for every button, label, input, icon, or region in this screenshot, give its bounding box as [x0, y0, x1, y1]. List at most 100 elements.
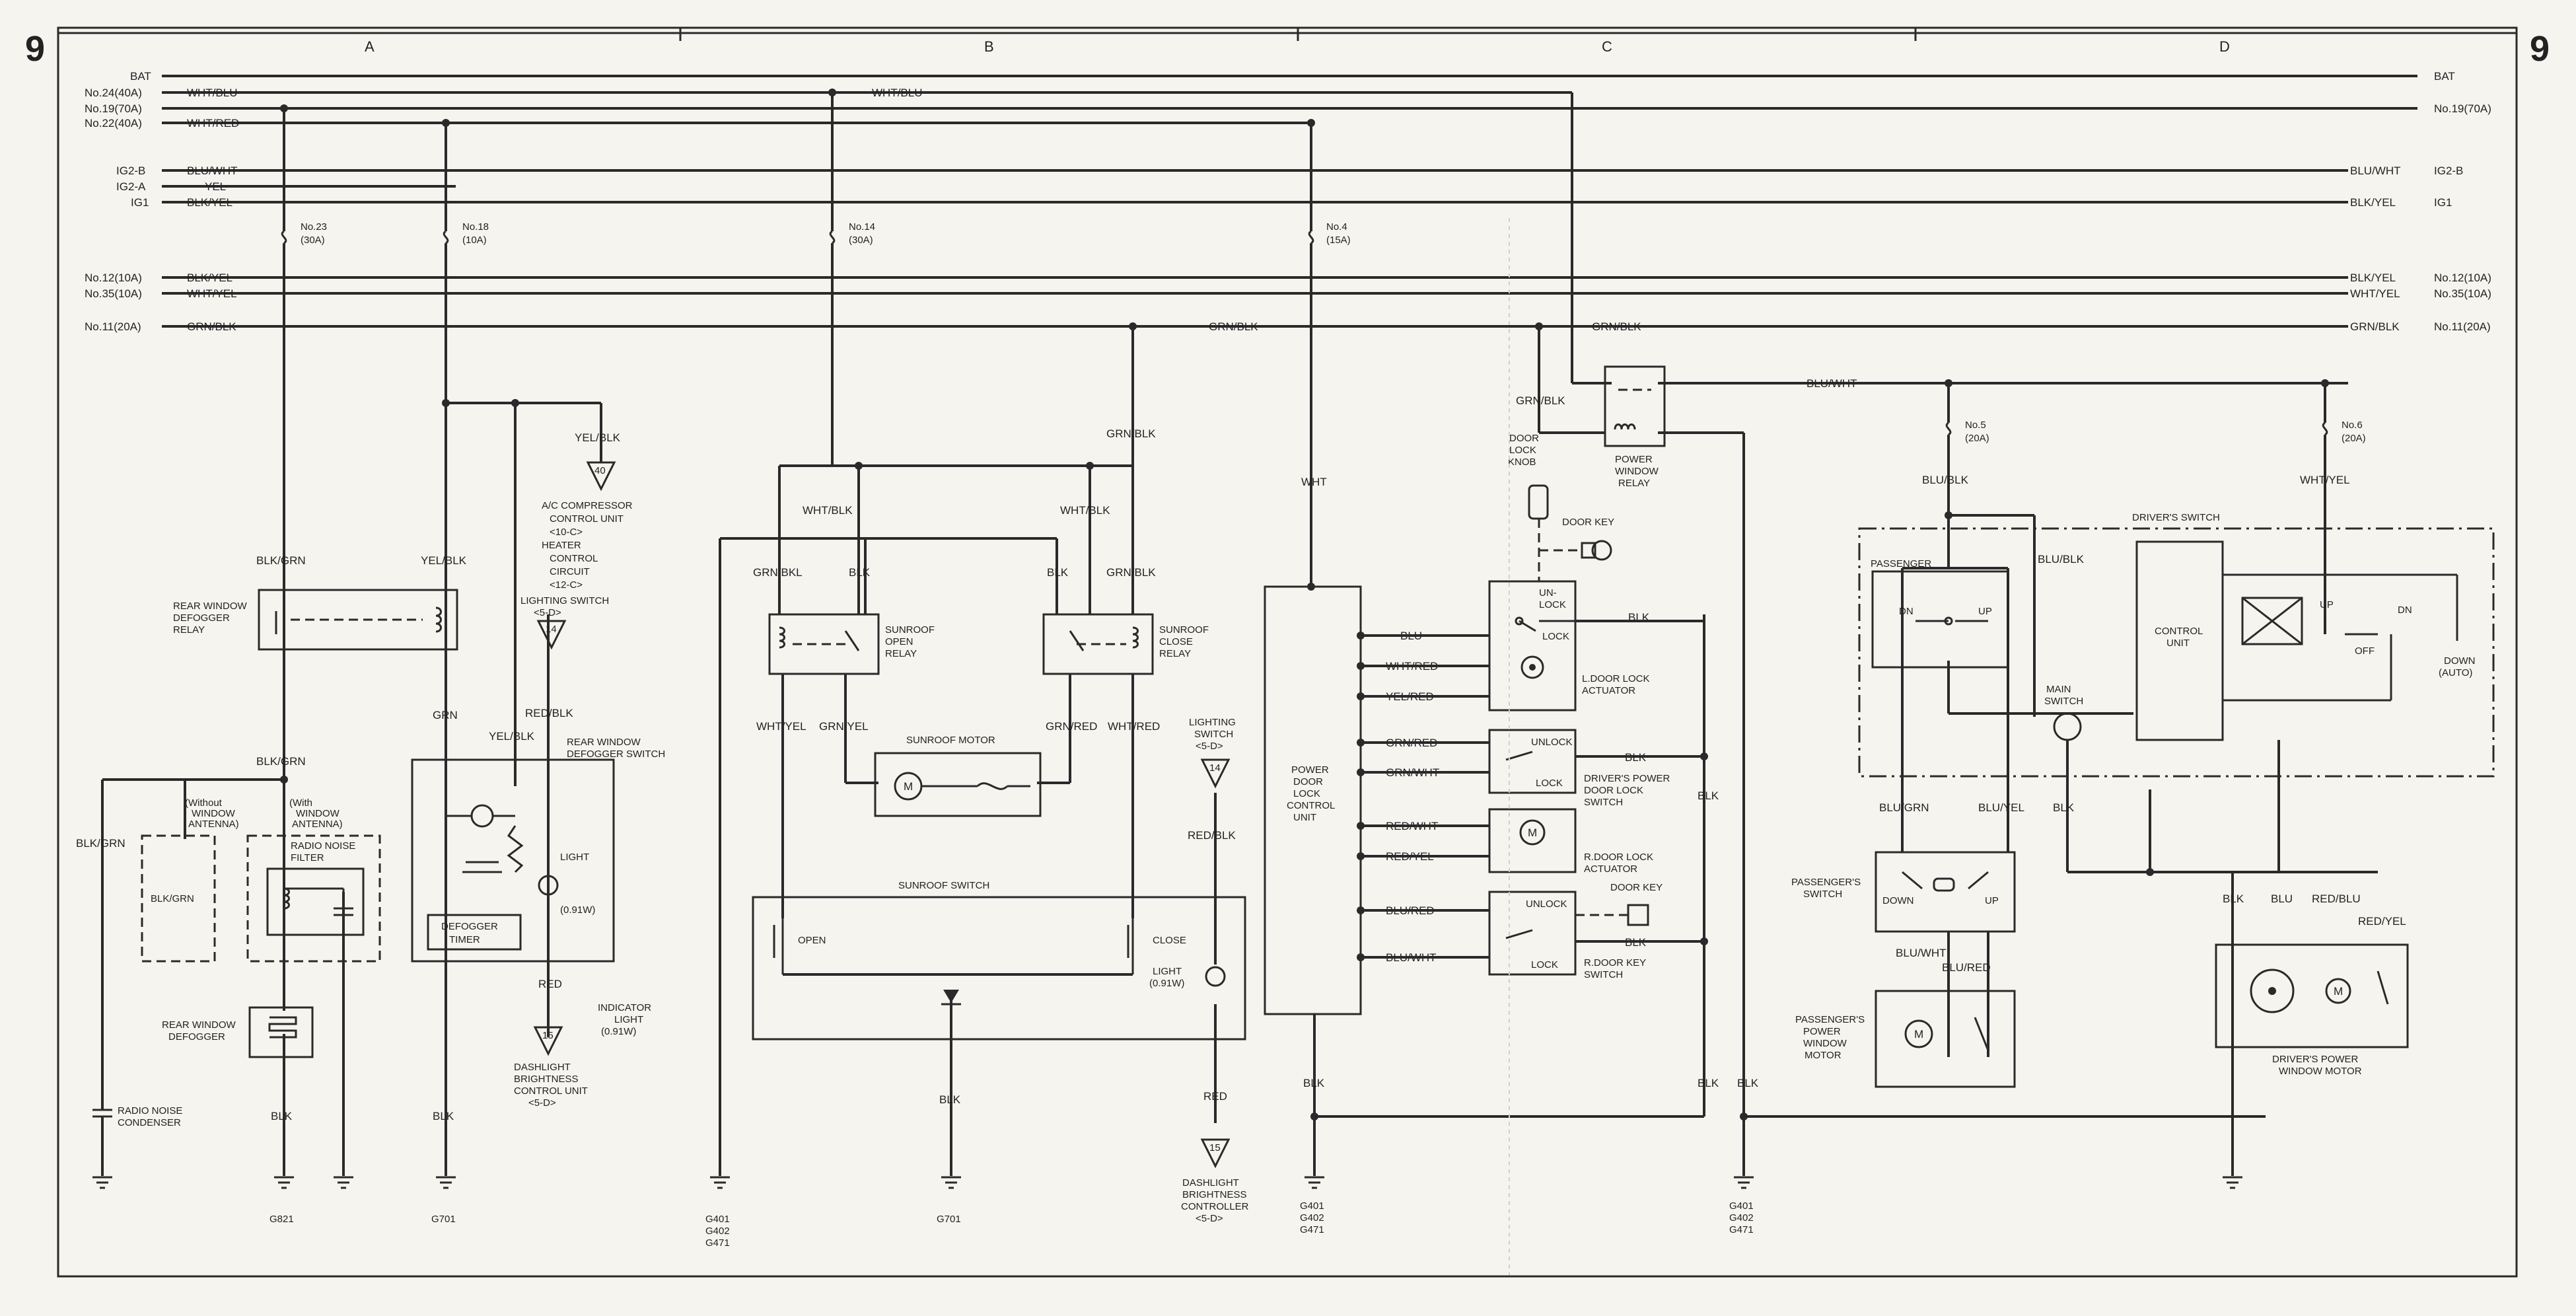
ac-line-5: CONTROL	[550, 553, 598, 564]
wire-wht-blu-b: WHT/BLU	[872, 87, 923, 99]
wire-blk-grn-a4: BLK/GRN	[151, 893, 194, 904]
dashlight-a-2: BRIGHTNESS	[514, 1074, 579, 1085]
unlock-label-2: UNLOCK	[1526, 898, 1567, 910]
bus-no35-color: WHT/YEL	[187, 287, 237, 300]
r-key-sw-2: SWITCH	[1584, 969, 1623, 980]
grounds-c	[1305, 1176, 1754, 1189]
pdl-unit-pins	[1357, 632, 1489, 961]
ground-g821: G821	[269, 1214, 294, 1225]
bus-no24-color: WHT/BLU	[187, 87, 238, 99]
drv-down-auto: (AUTO)	[2439, 667, 2472, 678]
pdl-unit-5: UNIT	[1293, 812, 1316, 823]
wire-wht-yel-d: WHT/YEL	[2300, 474, 2350, 486]
fuse-no18: No.18	[462, 221, 489, 233]
with-antenna-3: ANTENNA)	[292, 819, 343, 830]
unlock-label-1: UNLOCK	[1531, 737, 1573, 748]
connector-40-label: 40	[594, 465, 606, 476]
bus-ig2b-right: IG2-B	[2434, 164, 2463, 177]
light-b-label: LIGHT	[1153, 966, 1182, 977]
bus-bat-left: BAT	[130, 70, 151, 83]
door-lock-knob-2: LOCK	[1509, 445, 1536, 456]
connector-15-a	[533, 1026, 563, 1056]
ac-line-6: CIRCUIT	[550, 566, 590, 577]
defogger-relay-2: DEFOGGER	[173, 612, 230, 624]
rear-defogger-1: REAR WINDOW	[162, 1019, 236, 1031]
sunroof-open-3: RELAY	[885, 648, 917, 659]
bus-no19-right: No.19(70A)	[2434, 102, 2491, 115]
wire-grn-yel-b: GRN/YEL	[819, 720, 869, 733]
bus-bat-right: BAT	[2434, 70, 2455, 83]
fuse-no18-rating: (10A)	[462, 235, 487, 246]
door-lock-knob-1: DOOR	[1509, 433, 1539, 444]
dashlight-a-3: CONTROL UNIT	[514, 1085, 588, 1097]
ground-g471-b1: G471	[705, 1237, 730, 1249]
door-lock-knob-3: KNOB	[1508, 457, 1536, 468]
bus-no35-left: No.35(10A)	[85, 287, 142, 300]
wire-grn-blk-c1: GRN/BLK	[1592, 320, 1641, 333]
wire-wht-red-b: WHT/RED	[1108, 720, 1160, 733]
bus-ig2b-color-right: BLU/WHT	[2350, 164, 2401, 177]
ac-line-2: CONTROL UNIT	[550, 513, 624, 525]
sunroof-close-2: CLOSE	[1159, 636, 1193, 647]
sunroof-open-label: OPEN	[798, 935, 826, 946]
bus-no11-left: No.11(20A)	[85, 320, 141, 333]
l-actuator-1: L.DOOR LOCK	[1582, 673, 1650, 684]
pw-relay-3: RELAY	[1618, 478, 1650, 489]
bus-no11-right: No.11(20A)	[2434, 320, 2491, 333]
pdl-unit-1: POWER	[1291, 764, 1329, 776]
sunroof-motor-label: SUNROOF MOTOR	[906, 735, 995, 746]
drivers-switch-label: DRIVER'S SWITCH	[2132, 512, 2220, 523]
wire-wht-blk-b1: WHT/BLK	[803, 504, 853, 517]
indicator-1: INDICATOR	[598, 1002, 651, 1013]
without-antenna-1: (Without	[185, 797, 223, 809]
rear-window-defogger	[248, 1006, 314, 1058]
rear-window-defogger-relay	[258, 589, 458, 651]
radio-noise-filter	[266, 867, 365, 936]
ground-g471-c1: G471	[1300, 1224, 1324, 1235]
dashlight-b-1: DASHLIGHT	[1182, 1177, 1239, 1188]
drivers-power-window-motor	[2215, 943, 2409, 1048]
wire-grn-bkl-b: GRN/BKL	[753, 566, 803, 579]
main-switch	[2053, 712, 2082, 741]
lighting-switch-b-2: SWITCH	[1194, 729, 1233, 740]
wire-red-yel-d: RED/YEL	[2358, 915, 2406, 928]
fuse-no6: No.6	[2342, 420, 2363, 431]
lock-label-3: LOCK	[1531, 959, 1558, 970]
passengers-switch	[1875, 851, 2016, 933]
wire-grn-blk-b2: GRN/BLK	[1106, 427, 1156, 440]
light-a-label: LIGHT	[560, 852, 589, 863]
wire-blk-a1: BLK	[271, 1110, 293, 1122]
ground-g402-c1: G402	[1300, 1212, 1324, 1224]
l-door-lock-actuator	[1488, 580, 1577, 712]
r-actuator-2: ACTUATOR	[1584, 863, 1637, 875]
drv-motor-1: DRIVER'S POWER	[2272, 1054, 2359, 1065]
connector-40	[586, 461, 616, 492]
pass-motor-4: MOTOR	[1805, 1050, 1842, 1061]
door-key-icon-2	[1627, 904, 1649, 926]
wire-grn-red-b: GRN/RED	[1046, 720, 1097, 733]
ground-g402-c2: G402	[1729, 1212, 1754, 1224]
wire-blk-d1: BLK	[2053, 801, 2075, 814]
bus-ig2b-left: IG2-B	[116, 164, 145, 177]
drv-off: OFF	[2355, 645, 2375, 657]
bus-no35-color-right: WHT/YEL	[2350, 287, 2400, 300]
pass-motor-m: M	[1914, 1028, 1923, 1041]
lighting-switch-a-2: <5-D>	[534, 607, 561, 618]
wire-red-blk-a: RED/BLK	[525, 707, 573, 719]
rear-window-defogger-switch	[411, 758, 615, 963]
noise-filter-1: RADIO NOISE	[291, 840, 355, 852]
control-unit	[2135, 540, 2224, 741]
pass-motor-3: WINDOW	[1803, 1038, 1847, 1049]
main-switch-1: MAIN	[2046, 684, 2071, 695]
section-c: C	[1602, 38, 1612, 55]
sunroof-open-1: SUNROOF	[885, 624, 935, 636]
fuse-no4-rating: (15A)	[1326, 235, 1351, 246]
wire-red-blk-b: RED/BLK	[1188, 829, 1236, 842]
connector-14-b-label: 14	[1209, 762, 1221, 774]
defogger-switch-light	[538, 875, 559, 896]
ground-g701-b: G701	[937, 1214, 961, 1225]
dashlight-a-1: DASHLIGHT	[514, 1062, 571, 1073]
wire-blu-grn-d: BLU/GRN	[1879, 801, 1929, 814]
wire-grn-blk-b3: GRN/BLK	[1106, 566, 1156, 579]
wire-red-blu-d: RED/BLU	[2312, 893, 2361, 905]
